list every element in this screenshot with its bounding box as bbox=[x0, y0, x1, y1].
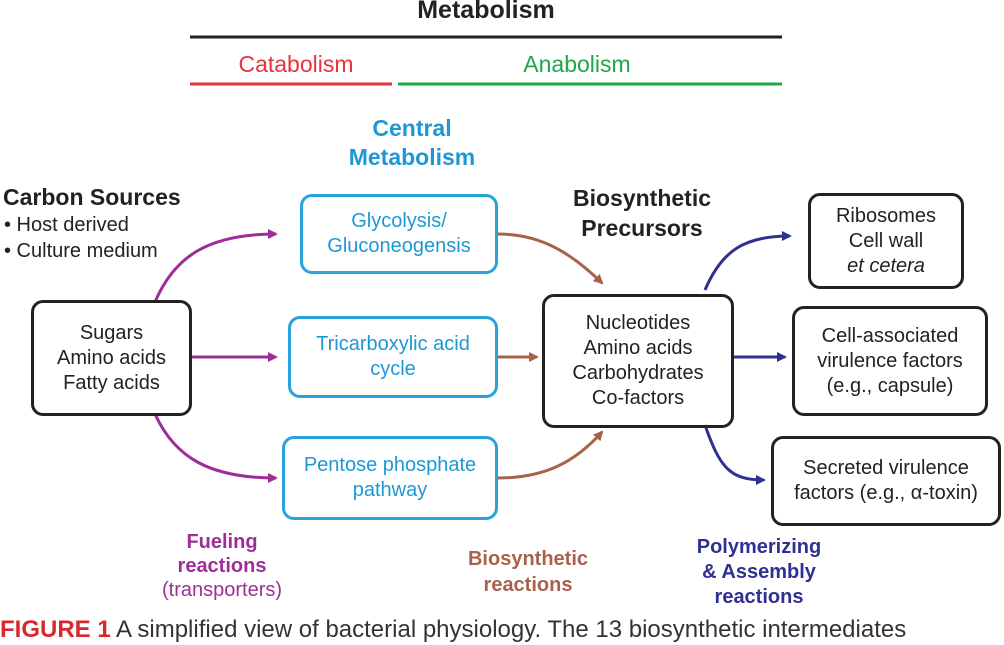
figure-caption: FIGURE 1 A simplified view of bacterial … bbox=[0, 615, 1004, 645]
carbon-sources-bullet: • Host derived bbox=[4, 214, 129, 236]
carbon-sources-bullets: • Host derived • Culture medium bbox=[4, 212, 158, 264]
tca-line: cycle bbox=[370, 358, 416, 380]
central-metabolism-line2: Metabolism bbox=[348, 144, 476, 170]
polymerizing-line: reactions bbox=[714, 586, 804, 608]
fueling-arrow-top bbox=[153, 229, 278, 303]
carbon-sources-bullet: • Culture medium bbox=[4, 240, 158, 262]
precursors-title-line: Precursors bbox=[581, 215, 703, 241]
cell-associated-box: Cell-associated virulence factors (e.g.,… bbox=[792, 306, 988, 416]
ribosomes-line: Cell wall bbox=[848, 229, 924, 252]
tca-line: Tricarboxylic acid bbox=[316, 333, 470, 355]
polymerizing-line: & Assembly bbox=[702, 561, 816, 583]
fueling-line: (transporters) bbox=[161, 579, 283, 601]
glycolysis-line: Gluconeogensis bbox=[327, 235, 471, 257]
polymerizing-arrow-top bbox=[703, 231, 792, 291]
polymerizing-reactions-label: Polymerizing & Assembly reactions bbox=[664, 535, 854, 610]
biosynthetic-reactions-label: Biosynthetic reactions bbox=[438, 546, 618, 598]
pentose-line: Pentose phosphate bbox=[303, 454, 477, 476]
sources-item: Fatty acids bbox=[63, 371, 160, 394]
fueling-line: Fueling bbox=[186, 531, 258, 553]
secreted-box: Secreted virulence factors (e.g., α-toxi… bbox=[771, 436, 1001, 526]
polymerizing-line: Polymerizing bbox=[696, 536, 822, 558]
cell-associated-line: virulence factors bbox=[817, 349, 963, 372]
caption-text: A simplified view of bacterial physiolog… bbox=[116, 616, 907, 643]
glycolysis-line: Glycolysis/ bbox=[351, 210, 447, 232]
ribosomes-line: et cetera bbox=[847, 254, 925, 277]
polymerizing-arrow-bottom bbox=[703, 424, 766, 485]
glycolysis-box: Glycolysis/ Gluconeogensis bbox=[300, 194, 498, 274]
caption-label: FIGURE 1 bbox=[0, 616, 111, 643]
fueling-line: reactions bbox=[177, 555, 267, 577]
catabolism-label: Catabolism bbox=[238, 51, 354, 77]
central-metabolism-heading: Central Metabolism bbox=[312, 114, 512, 172]
biosynthetic-arrow-top bbox=[497, 232, 604, 285]
cell-associated-line: Cell-associated bbox=[821, 324, 959, 347]
cell-associated-line: (e.g., capsule) bbox=[826, 374, 954, 397]
ribosomes-box: Ribosomes Cell wall et cetera bbox=[808, 193, 964, 289]
secreted-line: factors (e.g., α-toxin) bbox=[794, 482, 978, 504]
anabolism-label: Anabolism bbox=[523, 51, 631, 77]
precursors-item: Co-factors bbox=[591, 387, 685, 409]
precursors-box: Nucleotides Amino acids Carbohydrates Co… bbox=[542, 294, 734, 428]
precursors-item: Amino acids bbox=[583, 337, 693, 359]
sources-box: Sugars Amino acids Fatty acids bbox=[31, 300, 192, 416]
precursors-item: Nucleotides bbox=[585, 312, 691, 334]
ribosomes-line: Ribosomes bbox=[835, 204, 937, 227]
tca-box: Tricarboxylic acid cycle bbox=[288, 316, 498, 398]
metabolism-title: Metabolism bbox=[417, 0, 555, 24]
sources-item: Sugars bbox=[79, 321, 144, 344]
sources-item: Amino acids bbox=[57, 346, 166, 369]
secreted-line: Secreted virulence bbox=[803, 457, 969, 479]
precursors-item: Carbohydrates bbox=[572, 362, 704, 384]
carbon-sources-title: Carbon Sources bbox=[3, 184, 181, 210]
pentose-line: pathway bbox=[352, 479, 428, 501]
central-metabolism-line1: Central bbox=[372, 115, 452, 141]
pentose-box: Pentose phosphate pathway bbox=[282, 436, 498, 520]
biosynthetic-arrow-bottom bbox=[497, 430, 604, 480]
fueling-reactions-label: Fueling reactions (transporters) bbox=[132, 530, 312, 602]
fueling-arrow-bottom bbox=[153, 413, 278, 483]
biosynthetic-line: reactions bbox=[483, 574, 573, 596]
precursors-title-line: Biosynthetic bbox=[572, 185, 712, 211]
precursors-title: Biosynthetic Precursors bbox=[545, 183, 739, 243]
biosynthetic-line: Biosynthetic bbox=[467, 548, 589, 570]
